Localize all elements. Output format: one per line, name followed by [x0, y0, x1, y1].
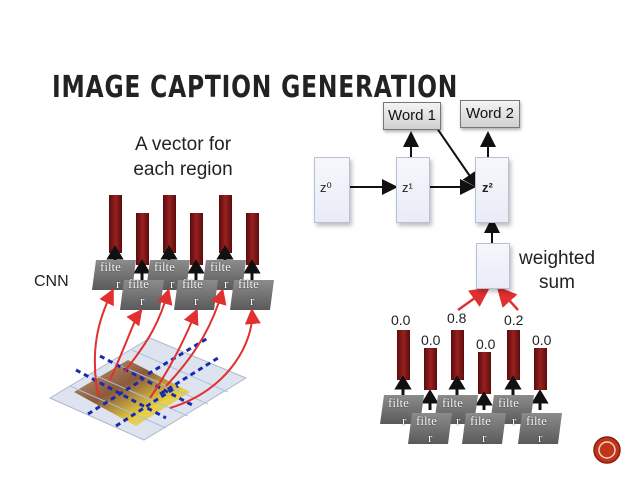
feature-bar — [424, 348, 437, 390]
filter-label: filte — [442, 395, 463, 410]
filter-label: filte — [416, 413, 437, 428]
weighted-sum-box — [476, 243, 510, 289]
feature-bar — [219, 195, 232, 253]
feature-bar — [478, 352, 491, 394]
slide-title: IMAGE CAPTION GENERATION — [52, 70, 459, 105]
filter-label: r — [482, 430, 487, 445]
filter-label: r — [428, 430, 433, 445]
filter-label: filte — [154, 259, 175, 274]
filter-label: r — [116, 276, 121, 291]
input-image — [48, 336, 248, 441]
filter-block — [174, 280, 218, 310]
feature-bar — [190, 213, 203, 265]
z2-box — [475, 157, 509, 223]
caption-line: each region — [133, 159, 233, 180]
filter-label: r — [456, 413, 461, 428]
filter-label: filte — [238, 276, 259, 291]
weight-value: 0.2 — [504, 312, 524, 328]
filter-label: r — [512, 413, 517, 428]
cnn-label: CNN — [34, 273, 69, 290]
region-arrows — [93, 288, 261, 409]
left-feature-bars — [109, 195, 259, 265]
filter-label: filte — [128, 276, 149, 291]
weight-arrows — [457, 286, 519, 312]
right-feature-bars — [397, 330, 547, 394]
feature-bar — [136, 213, 149, 265]
filter-block — [230, 280, 274, 310]
weight-value: 0.0 — [391, 312, 411, 328]
feature-bar — [507, 330, 520, 380]
z0-box — [314, 157, 350, 223]
region-caption: A vector for each region — [118, 132, 248, 182]
filter-label: r — [194, 293, 199, 308]
weighted-sum-label: weighted sum — [512, 247, 602, 295]
filter-label: r — [538, 430, 543, 445]
filter-label: filte — [498, 395, 519, 410]
z1-label: z¹ — [402, 180, 413, 195]
filter-label: filte — [526, 413, 547, 428]
weight-value: 0.8 — [447, 310, 467, 326]
weight-value: 0.0 — [476, 336, 496, 352]
filter-label: filte — [182, 276, 203, 291]
filter-block — [518, 413, 562, 444]
feature-bar — [163, 195, 176, 253]
filter-label: filte — [100, 259, 121, 274]
filter-label: filte — [470, 413, 491, 428]
weighted-line: sum — [539, 272, 575, 293]
feature-bar — [246, 213, 259, 265]
filter-block — [462, 413, 506, 444]
right-filters — [380, 395, 562, 444]
feature-bar — [451, 330, 464, 380]
filter-label: r — [140, 293, 145, 308]
weight-value: 0.0 — [532, 332, 552, 348]
word1-box: Word 1 — [383, 102, 441, 130]
feature-bar — [534, 348, 547, 390]
z0-label: z⁰ — [320, 180, 332, 195]
word2-box: Word 2 — [460, 100, 520, 128]
feature-bar — [397, 330, 410, 380]
left-filters — [92, 260, 274, 310]
weight-value: 0.0 — [421, 332, 441, 348]
weighted-line: weighted — [518, 248, 596, 269]
filter-block — [408, 413, 452, 444]
filter-block — [120, 280, 164, 310]
z1-box — [396, 157, 430, 223]
filter-label: r — [224, 276, 229, 291]
feature-bar — [109, 195, 122, 253]
filter-label: r — [170, 276, 175, 291]
nav-circle-icon[interactable] — [593, 436, 621, 464]
filter-label: r — [402, 413, 407, 428]
filter-label: r — [250, 293, 255, 308]
caption-line: A vector for — [134, 134, 232, 155]
filter-label: filte — [388, 395, 409, 410]
z2-label: z² — [482, 180, 493, 195]
filter-label: filte — [210, 259, 231, 274]
